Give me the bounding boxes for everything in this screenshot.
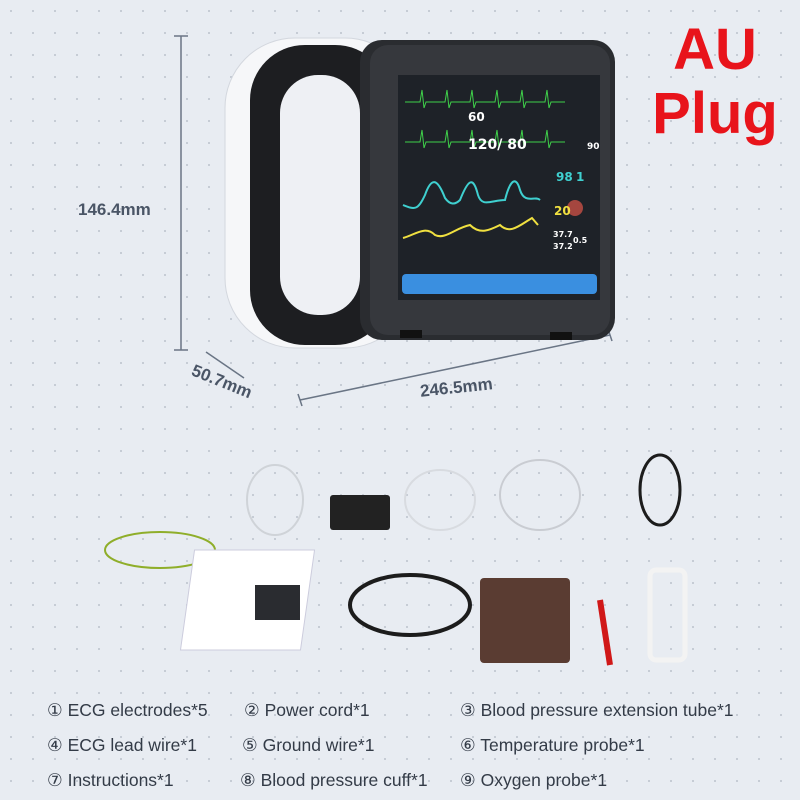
instructions-manual <box>179 549 316 651</box>
screen-menu-bar <box>402 274 597 294</box>
au-plug-badge: AU Plug <box>640 18 790 146</box>
power-cord <box>638 453 682 527</box>
temp1-value: 37.7 <box>553 230 573 239</box>
handle-bracket <box>647 567 688 663</box>
accessory-item: ⑤ Ground wire*1 <box>242 735 375 755</box>
accessory-row-1: ① ECG electrodes*5 ② Power cord*1 ③ Bloo… <box>47 700 734 721</box>
ecg-lead-wire <box>499 459 581 531</box>
accessory-row-3: ⑦ Instructions*1 ⑧ Blood pressure cuff*1… <box>47 770 607 791</box>
height-dimension: 146.4mm <box>78 200 151 219</box>
accessory-item: ① ECG electrodes*5 <box>47 700 208 720</box>
temp-diff-value: 0.5 <box>573 236 588 245</box>
accessory-item: ⑧ Blood pressure cuff*1 <box>240 770 428 790</box>
nibp-value: 120/ 80 <box>468 137 527 153</box>
power-adapter <box>330 495 390 530</box>
accessory-item: ④ ECG lead wire*1 <box>47 735 197 755</box>
accessories-image <box>104 453 688 666</box>
dimension-lines <box>174 35 613 407</box>
accessory-item: ⑦ Instructions*1 <box>47 770 174 790</box>
pr-value: 1 <box>576 170 585 184</box>
accessory-item: ② Power cord*1 <box>244 700 370 720</box>
temperature-probe <box>246 464 304 536</box>
accessory-item: ⑨ Oxygen probe*1 <box>460 770 608 790</box>
patient-monitor-image <box>224 37 615 349</box>
hr-value: 60 <box>468 110 485 124</box>
badge-line2: Plug <box>652 81 778 146</box>
screwdriver <box>597 599 613 666</box>
accessory-item: ③ Blood pressure extension tube*1 <box>460 700 734 720</box>
badge-line1: AU <box>673 17 757 82</box>
temp2-value: 37.2 <box>553 242 573 251</box>
nibp-mean-value: 90 <box>587 142 600 152</box>
accessory-item: ⑥ Temperature probe*1 <box>460 735 645 755</box>
resp-value: 20 <box>554 204 571 218</box>
bp-cuff <box>480 578 570 663</box>
oxygen-probe <box>348 573 472 637</box>
spo2-value: 98 <box>556 170 573 184</box>
extension-tube <box>404 469 476 531</box>
accessory-row-2: ④ ECG lead wire*1 ⑤ Ground wire*1 ⑥ Temp… <box>47 735 645 756</box>
